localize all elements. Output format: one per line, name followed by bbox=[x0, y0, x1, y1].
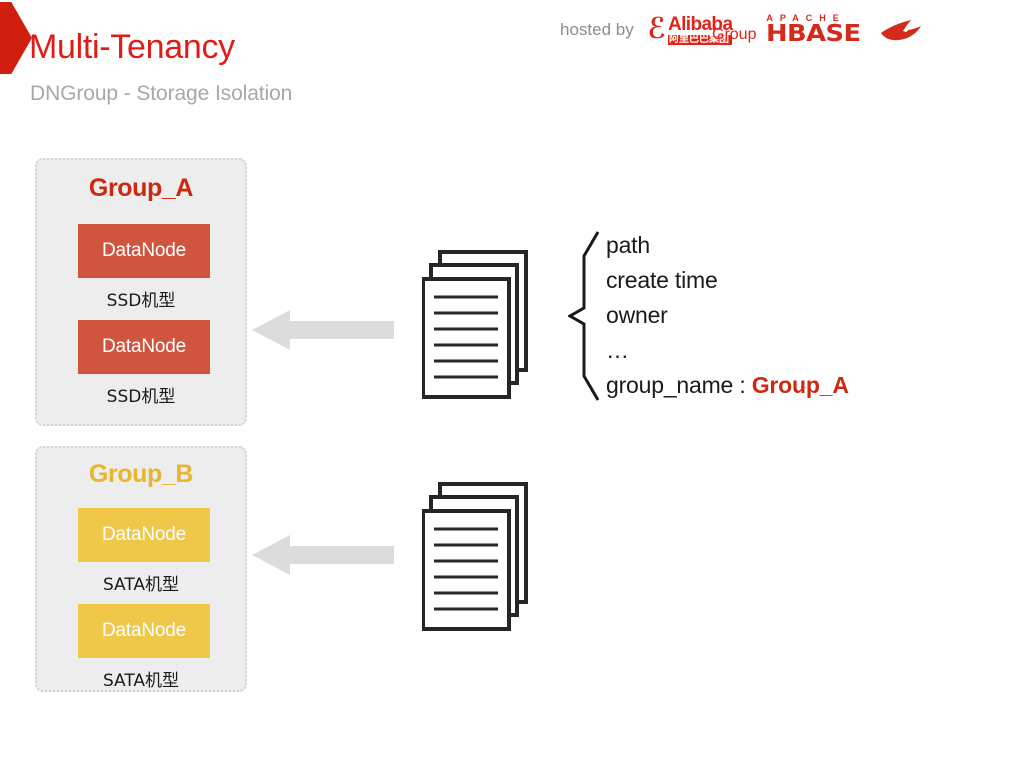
apache-hbase-logo: APACHE HBASE bbox=[766, 13, 861, 46]
metadata-row-path: path bbox=[606, 232, 650, 258]
title-chevron-icon bbox=[0, 2, 32, 74]
slide-header: Multi-Tenancy DNGroup - Storage Isolatio… bbox=[0, 0, 1024, 120]
page-title: Multi-Tenancy bbox=[29, 28, 235, 66]
metadata-row-create-time: create time bbox=[606, 267, 718, 293]
file-stack-group-a-icon bbox=[422, 250, 528, 399]
arrow-to-group-a-icon bbox=[252, 310, 394, 350]
file-stack-group-b-icon bbox=[422, 482, 528, 631]
alibaba-group-logo: ℰ Alibaba 阿里巴巴集团 Group bbox=[647, 12, 756, 46]
metadata-brace-icon bbox=[568, 231, 600, 401]
group-b-title: Group_B bbox=[88, 460, 194, 488]
group-a-datanode-1: DataNode bbox=[78, 224, 210, 278]
alibaba-wordmark-wrap: Alibaba 阿里巴巴集团 bbox=[667, 13, 733, 45]
group-a-container: Group_A DataNode SSD机型 DataNode SSD机型 bbox=[35, 158, 247, 426]
alibaba-mark-icon: ℰ bbox=[647, 12, 666, 46]
group-a-datanode-2: DataNode bbox=[78, 320, 210, 374]
alibaba-group-word: Group bbox=[712, 26, 757, 43]
group-b-datanode-2: DataNode bbox=[78, 604, 210, 658]
metadata-group-value: Group_A bbox=[751, 372, 849, 398]
metadata-list: path create time owner … group_name : Gr… bbox=[606, 228, 956, 403]
hbase-wordmark: HBASE bbox=[766, 21, 861, 47]
arrow-to-group-b-icon bbox=[252, 535, 394, 575]
group-a-machine-label-2: SSD机型 bbox=[106, 387, 176, 407]
metadata-row-ellipsis: … bbox=[606, 337, 631, 363]
hosted-by-label: hosted by bbox=[560, 19, 634, 39]
group-a-machine-label-1: SSD机型 bbox=[106, 291, 176, 311]
metadata-group-key: group_name : bbox=[606, 372, 752, 398]
hbase-apache-word: APACHE bbox=[766, 13, 846, 23]
group-b-datanode-1: DataNode bbox=[78, 508, 210, 562]
metadata-row-group-name: group_name : Group_A bbox=[606, 368, 956, 403]
group-b-machine-label-1: SATA机型 bbox=[102, 575, 180, 595]
page-subtitle: DNGroup - Storage Isolation bbox=[30, 82, 293, 105]
hosted-by-strip: hosted by ℰ Alibaba 阿里巴巴集团 Group APACHE … bbox=[560, 13, 923, 46]
alibaba-wordmark: Alibaba bbox=[667, 13, 733, 35]
group-b-container: Group_B DataNode SATA机型 DataNode SATA机型 bbox=[35, 446, 247, 692]
hbase-orca-icon bbox=[880, 19, 921, 40]
group-b-machine-label-2: SATA机型 bbox=[102, 671, 180, 691]
group-a-title: Group_A bbox=[88, 174, 194, 202]
metadata-row-owner: owner bbox=[606, 302, 668, 328]
alibaba-cn-wordmark: 阿里巴巴集团 bbox=[667, 34, 733, 45]
